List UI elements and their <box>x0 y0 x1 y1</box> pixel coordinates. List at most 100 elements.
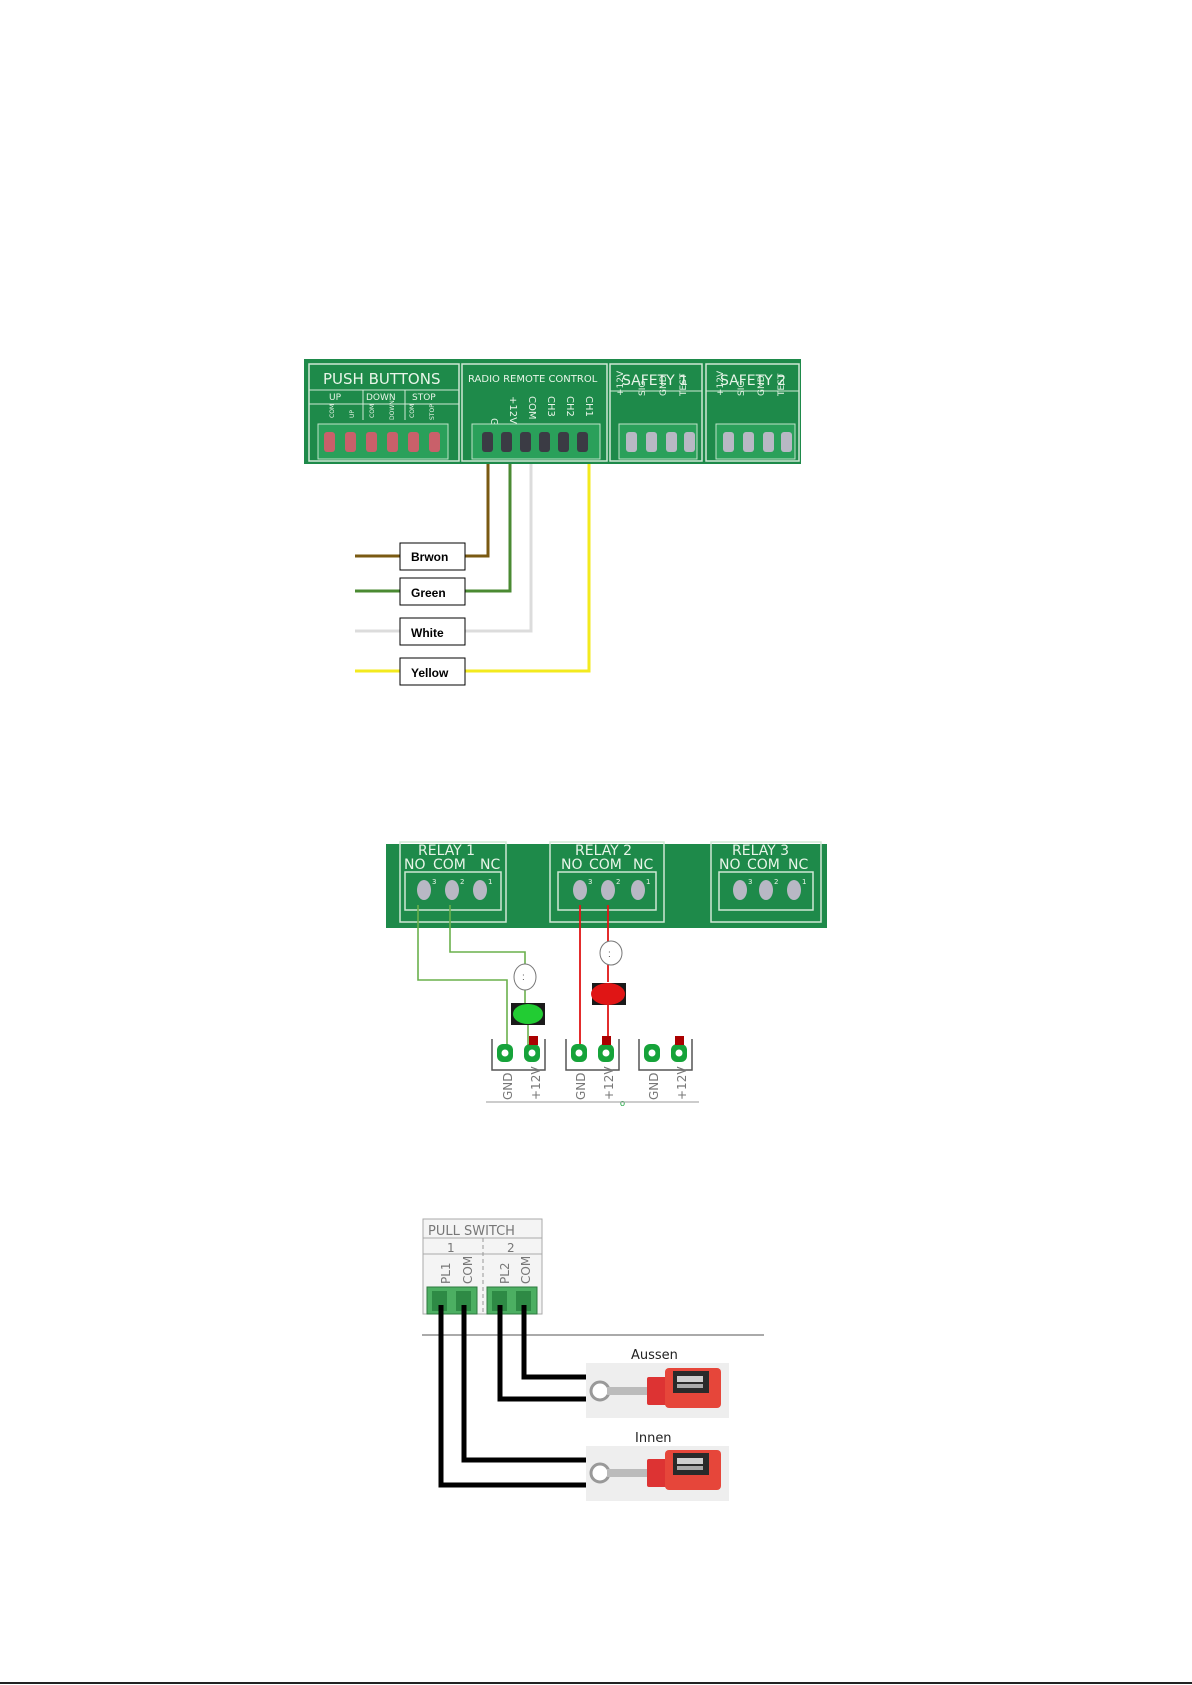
relay-3-pin-number: 1 <box>802 878 806 886</box>
group-down-label: DOWN <box>366 393 396 403</box>
pull-switch-pin-label: COM <box>461 1256 475 1284</box>
safety2-pin-label: TEST <box>777 373 787 397</box>
safety2-pin-label: SIG <box>737 381 747 396</box>
terminal-label: +12V <box>529 1066 543 1100</box>
push-buttons-title: PUSH BUTTONS <box>323 370 440 388</box>
green-wire-label-box <box>399 577 466 606</box>
terminal-label: +12V <box>602 1066 616 1100</box>
relay-2-pin-number: 3 <box>588 878 592 886</box>
com2-wire <box>521 1305 590 1380</box>
red-fuse-icon <box>599 940 623 966</box>
push-buttons-terminal-block <box>317 423 449 460</box>
safety1-pin-label: +12V <box>616 370 626 396</box>
yellow-wire-label: Yellow <box>411 666 449 680</box>
relay-3-pin-number: 2 <box>774 878 778 886</box>
relay-1-pin-label: NC <box>480 857 500 873</box>
brown-wire-label-box <box>399 542 466 571</box>
pl1-wire <box>438 1305 590 1488</box>
relay-1-no-green-wire <box>417 905 508 1045</box>
safety1-pin-label: TEST <box>679 373 689 397</box>
rrc-pin-label: COM <box>526 396 537 419</box>
page-bottom-rule <box>0 1682 1192 1684</box>
pb-pin-label: COM <box>329 404 336 418</box>
terminal-label: GND <box>574 1072 588 1100</box>
power-terminal-2 <box>565 1036 620 1071</box>
radio-remote-wiring-diagram: PUSH BUTTONS RADIO REMOTE CONTROL SAFETY… <box>304 359 801 686</box>
pull-switch-pin-label: PL1 <box>439 1262 453 1284</box>
radio-remote-screws <box>482 432 588 452</box>
relay-3-title: RELAY 3 <box>732 843 789 859</box>
pull-switch-pin-label: COM <box>519 1256 533 1284</box>
white-wire-label: White <box>411 626 444 640</box>
relay-1-pin-label: COM <box>433 857 466 873</box>
pull-switch-title: PULL SWITCH <box>428 1224 515 1239</box>
green-wire-label: Green <box>411 586 446 600</box>
rrc-pin-label: +12V <box>507 396 518 424</box>
relay-3-pin-label: NC <box>788 857 808 873</box>
relay-1-pin-label: NO <box>404 857 426 873</box>
pb-pin-label: COM <box>409 404 416 418</box>
innen-label: Innen <box>635 1431 672 1446</box>
pb-pin-label: STOP <box>429 404 436 420</box>
green-wire <box>465 464 512 593</box>
green-fuse-icon <box>513 963 537 991</box>
safety1-pin-label: GND <box>659 375 669 396</box>
relay-2-pin-number: 1 <box>646 878 650 886</box>
pull-switch-number-1: 1 <box>447 1241 455 1255</box>
relay-1-pin-number: 2 <box>460 878 464 886</box>
com1-wire <box>461 1305 590 1463</box>
red-fuse-dots: : <box>608 949 611 960</box>
green-lamp <box>513 1004 543 1024</box>
relay-1-title: RELAY 1 <box>418 843 475 859</box>
pl2-wire <box>497 1305 590 1402</box>
pull-switch-number-2: 2 <box>507 1241 515 1255</box>
safety1-title: SAFETY 1 <box>622 373 688 389</box>
terminal-label: GND <box>501 1072 515 1100</box>
relay-1-pin-number: 1 <box>488 878 492 886</box>
relay-1 <box>399 841 507 923</box>
relay-2 <box>549 841 665 923</box>
relay-2-pin-label: NO <box>561 857 583 873</box>
red-lamp <box>591 983 625 1005</box>
rrc-pin-label: CH1 <box>583 396 594 417</box>
safety-screws <box>626 432 792 452</box>
pb-pin-label: COM <box>369 404 376 418</box>
relay-3-pin-number: 3 <box>748 878 752 886</box>
terminal-label: +12V <box>675 1066 689 1100</box>
relay-3 <box>710 841 822 923</box>
relay-2-pin-number: 2 <box>616 878 620 886</box>
rrc-pin-label: CH2 <box>564 396 575 417</box>
rrc-pin-label: CH3 <box>545 396 556 417</box>
safety2-pin-label: +12V <box>716 370 726 396</box>
small-circle-mark: o <box>620 1098 625 1108</box>
relay-1-pin-number: 3 <box>432 878 436 886</box>
white-wire <box>465 464 533 633</box>
pb-pin-label: DOWN <box>389 400 396 420</box>
brown-wire-label: Brwon <box>411 550 448 564</box>
power-terminal-3 <box>638 1036 693 1071</box>
relay-2-pin-label: COM <box>589 857 622 873</box>
pb-pin-label: UP <box>349 410 356 418</box>
group-up-label: UP <box>329 393 342 403</box>
push-button-screws <box>324 432 440 452</box>
aussen-limit-switch <box>586 1363 729 1418</box>
relay-2-title: RELAY 2 <box>575 843 632 859</box>
yellow-wire-label-box <box>399 657 466 686</box>
relay-2-pin-label: NC <box>633 857 653 873</box>
safety2-pin-label: GND <box>757 375 767 396</box>
group-stop-label: STOP <box>412 393 436 403</box>
radio-remote-terminal-block <box>471 423 601 460</box>
pull-switch-wiring-diagram: PULL SWITCH 1 2 PL1 COM PL2 COM Aussen I… <box>422 1218 764 1501</box>
safety2-title: SAFETY 2 <box>720 373 786 389</box>
white-wire-label-box <box>399 617 466 646</box>
terminal-label: GND <box>647 1072 661 1100</box>
relay-lamp-wiring-diagram: RELAY 1 NO COM NC 3 2 1 RELAY 2 NO COM N… <box>386 841 827 1108</box>
relay-3-pin-label: COM <box>747 857 780 873</box>
safety1-pin-label: SIG <box>638 381 648 396</box>
innen-limit-switch <box>586 1446 729 1501</box>
radio-remote-control-title: RADIO REMOTE CONTROL <box>468 374 598 385</box>
green-fuse-dots: : <box>522 972 525 983</box>
relay-1-com-green-wire <box>449 905 526 965</box>
yellow-wire <box>465 464 591 673</box>
power-terminal-1 <box>491 1036 546 1071</box>
